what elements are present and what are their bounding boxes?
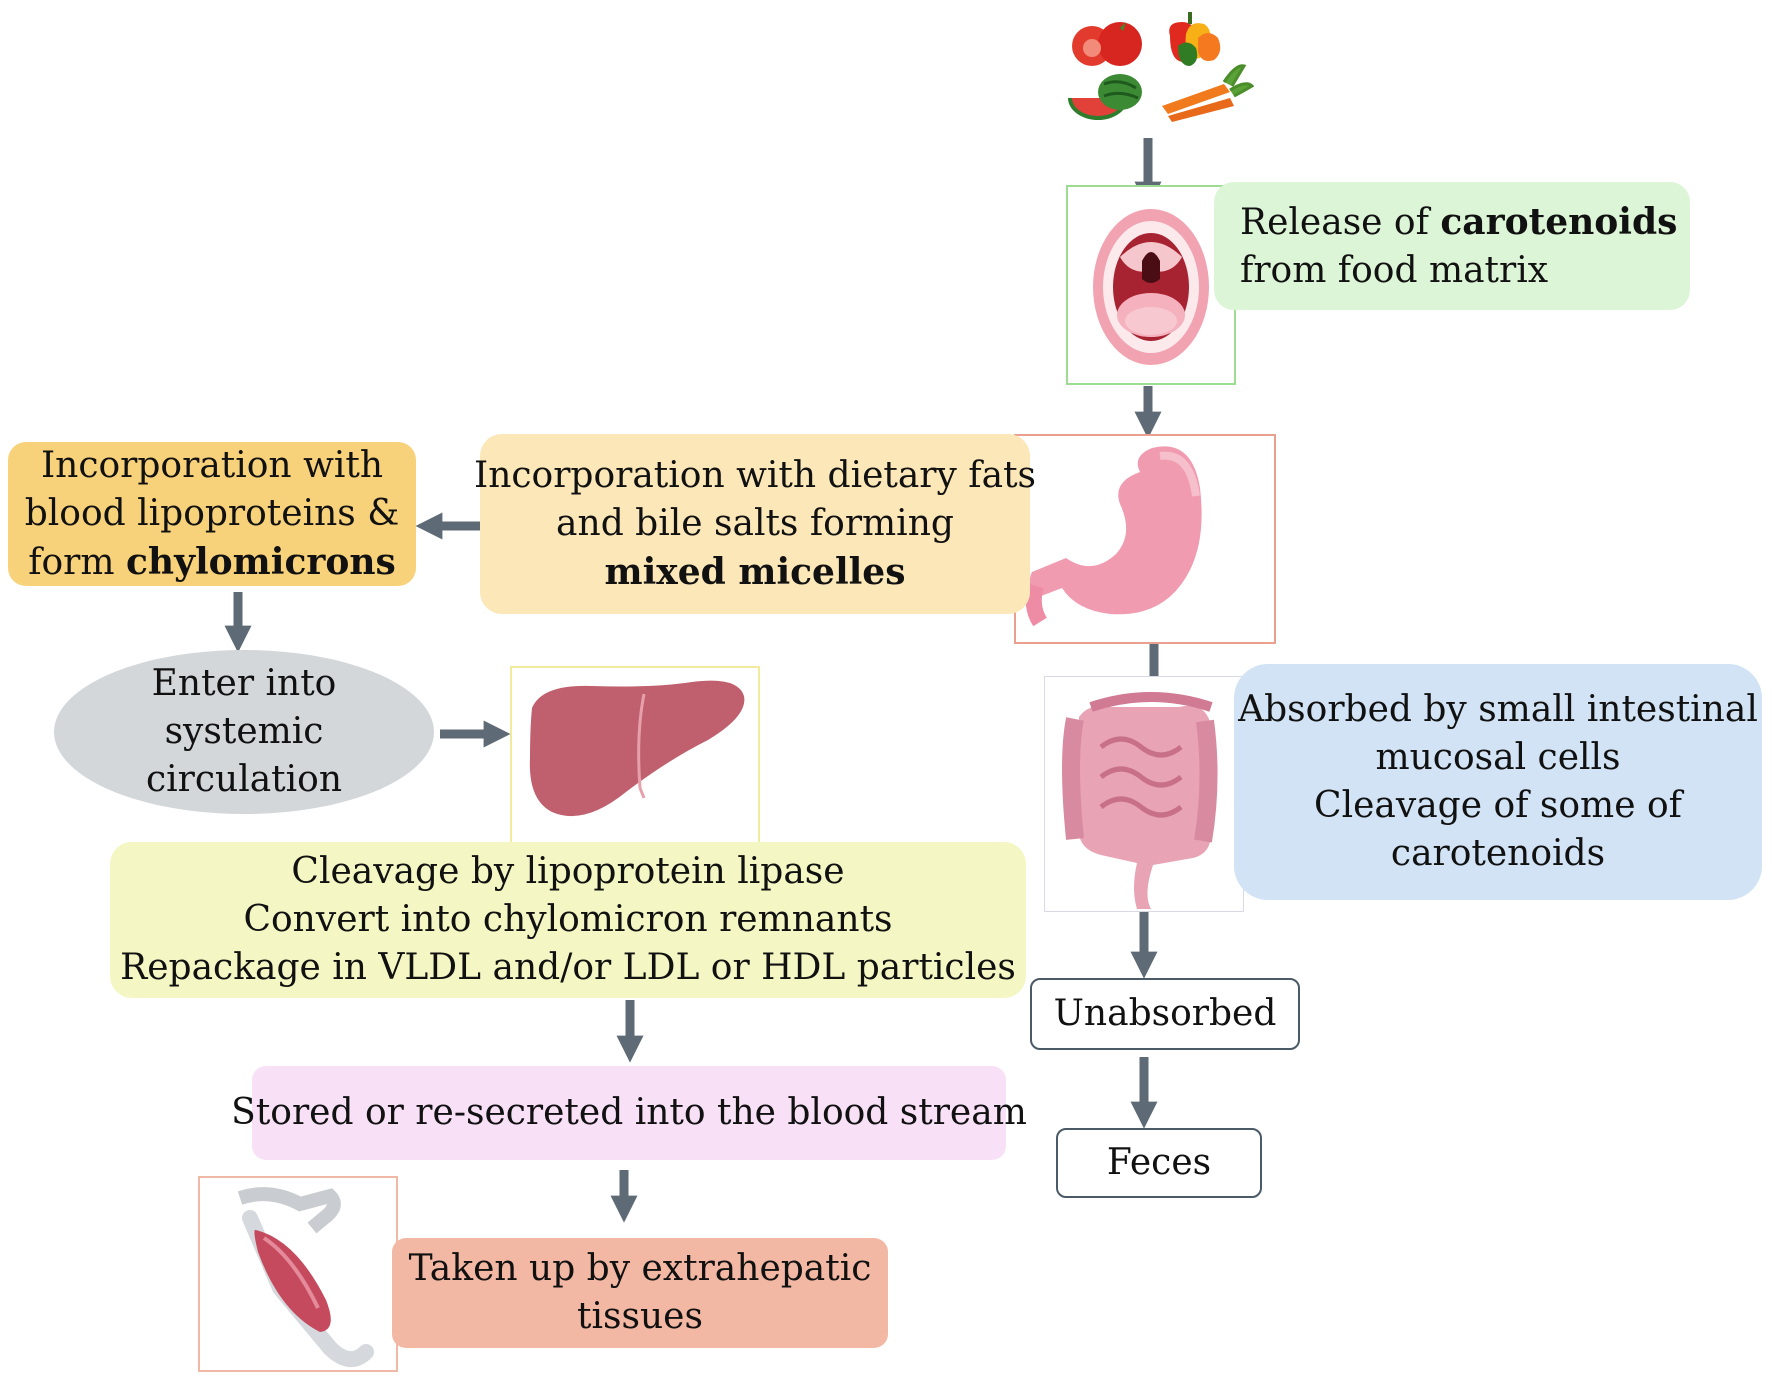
intestine-icon bbox=[1062, 692, 1218, 909]
taken-line-1: Taken up by extrahepatic bbox=[408, 1248, 872, 1289]
unabsorbed-box: Unabsorbed bbox=[1030, 978, 1300, 1050]
bell-pepper-icon bbox=[1169, 12, 1221, 66]
release-line-2: from food matrix bbox=[1240, 249, 1549, 291]
carrot-icon bbox=[1162, 64, 1254, 122]
tomato-icon bbox=[1072, 22, 1142, 66]
cleavage-box: Cleavage by lipoprotein lipase Convert i… bbox=[110, 842, 1026, 998]
feces-label: Feces bbox=[1106, 1142, 1212, 1183]
systemic-circulation-ellipse: Enter into systemic circulation bbox=[54, 650, 434, 814]
systemic-line-3: circulation bbox=[145, 759, 343, 800]
stomach-image-frame bbox=[1014, 434, 1276, 644]
absorbed-line-4: carotenoids bbox=[1390, 833, 1606, 874]
feces-box: Feces bbox=[1056, 1128, 1262, 1198]
stored-box: Stored or re-secreted into the blood str… bbox=[231, 1066, 1027, 1160]
taken-up-box: Taken up by extrahepatic tissues bbox=[392, 1238, 888, 1348]
muscle-image-frame bbox=[198, 1176, 398, 1372]
systemic-line-2: systemic bbox=[164, 711, 324, 752]
unabsorbed-label: Unabsorbed bbox=[1053, 993, 1277, 1034]
mixed-micelles-box: Incorporation with dietary fats and bile… bbox=[474, 434, 1036, 614]
liver-icon bbox=[529, 680, 745, 817]
absorbed-line-3: Cleavage of some of bbox=[1314, 785, 1682, 826]
chylo-line-2: blood lipoproteins & bbox=[24, 492, 400, 534]
taken-line-2: tissues bbox=[577, 1296, 703, 1337]
cleavage-line-1: Cleavage by lipoprotein lipase bbox=[291, 851, 845, 892]
systemic-line-1: Enter into bbox=[151, 663, 337, 704]
release-line-1: Release of carotenoids bbox=[1240, 200, 1678, 243]
chylo-line-1: Incorporation with bbox=[40, 444, 384, 486]
liver-image-frame bbox=[510, 666, 760, 846]
absorbed-line-2: mucosal cells bbox=[1375, 737, 1621, 778]
chylomicrons-box: Incorporation with blood lipoproteins & … bbox=[8, 442, 416, 586]
cleavage-line-2: Convert into chylomicron remnants bbox=[243, 899, 893, 940]
micelles-line-2: and bile salts forming bbox=[556, 503, 954, 544]
food-vegetables-image bbox=[1058, 6, 1254, 136]
release-carotenoids-box: Release of carotenoids from food matrix bbox=[1214, 182, 1690, 310]
mouth-icon bbox=[1093, 209, 1209, 365]
chylo-line-3: form chylomicrons bbox=[28, 540, 396, 583]
mouth-image-frame bbox=[1066, 185, 1236, 385]
stored-line-1: Stored or re-secreted into the blood str… bbox=[231, 1092, 1027, 1133]
stomach-icon bbox=[1025, 446, 1202, 627]
cleavage-line-3: Repackage in VLDL and/or LDL or HDL part… bbox=[120, 947, 1016, 988]
absorbed-line-1: Absorbed by small intestinal bbox=[1238, 689, 1758, 730]
micelles-line-1: Incorporation with dietary fats bbox=[473, 455, 1037, 496]
arm-muscle-icon bbox=[237, 1187, 374, 1367]
watermelon-icon bbox=[1068, 74, 1142, 120]
micelles-line-3: mixed micelles bbox=[604, 551, 906, 593]
absorbed-box: Absorbed by small intestinal mucosal cel… bbox=[1234, 664, 1762, 900]
intestine-image-frame bbox=[1044, 676, 1244, 912]
